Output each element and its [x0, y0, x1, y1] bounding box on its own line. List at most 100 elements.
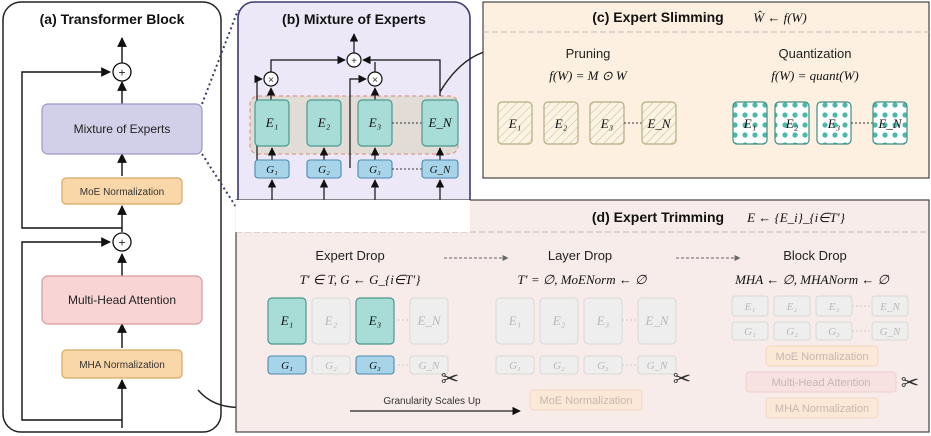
expert-label: E_N — [644, 313, 669, 328]
expert-label: E₃ — [368, 313, 381, 328]
panel-transformer-block: (a) Transformer Block + + Mixture of Exp… — [2, 1, 222, 433]
panel-d-title: (d) Expert Trimming — [592, 209, 724, 225]
panel-d-formula: E ← {E_i}_{i∈T′} — [746, 210, 846, 225]
mha-block — [41, 275, 203, 325]
panel-mixture-of-experts: (b) Mixture of Experts + × × E₁ E₂ E₃ E_… — [237, 1, 471, 219]
plus-icon: + — [351, 56, 357, 67]
gate-label: G_N — [647, 360, 668, 372]
pruning-formula: f(W) = M ⊙ W — [549, 68, 628, 83]
expert-label: E₁ — [508, 116, 521, 131]
expert-label: E₁ — [743, 116, 756, 131]
plus-icon: + — [118, 66, 125, 80]
expert-label: E_N — [877, 116, 902, 131]
expert-label: E₃ — [368, 115, 381, 130]
mha-label: Multi-Head Attention — [68, 293, 176, 307]
dropped-gate-gn — [409, 355, 449, 375]
expert-label: E₂ — [317, 115, 331, 130]
layer-drop-gate-gn — [637, 355, 677, 375]
expert-label: E_N — [416, 313, 441, 328]
block-drop-formula: MHA ← ∅, MHANorm ← ∅ — [734, 272, 890, 287]
gate-label: G_N — [419, 360, 440, 372]
expert-label: E₃ — [828, 301, 840, 313]
gate-label: G₁ — [266, 164, 278, 176]
expert-drop-label: Expert Drop — [315, 248, 384, 263]
gate-label: G₃ — [369, 360, 381, 372]
dropped-gate-g2 — [311, 355, 351, 375]
panel-expert-slimming: (c) Expert Slimming Ŵ ← f(W) Pruning f(W… — [482, 1, 930, 179]
pruning-label: Pruning — [566, 46, 611, 61]
gate-label: G₁ — [509, 360, 521, 372]
gate-label: G₂ — [318, 164, 330, 176]
expert-en — [421, 99, 459, 147]
zoom-line-top — [201, 9, 239, 105]
moe-block — [41, 103, 203, 155]
layer-drop-label: Layer Drop — [548, 248, 612, 263]
scissors-icon: ✂ — [673, 367, 691, 392]
quantized-expert-en — [872, 101, 908, 145]
dropped-expert-e2 — [311, 297, 351, 345]
panel-a-title: (a) Transformer Block — [40, 11, 185, 27]
dropped-expert-en — [409, 297, 449, 345]
granularity-label: Granularity Scales Up — [383, 396, 481, 407]
quantized-expert-e1 — [732, 101, 768, 145]
gate-label: G₂ — [325, 360, 337, 372]
scissors-icon: ✂ — [441, 367, 459, 392]
block-drop-expert-e1 — [731, 295, 769, 317]
quantization-formula: f(W) = quant(W) — [771, 68, 858, 83]
times-icon: × — [372, 75, 378, 86]
layer-drop-expert-en — [637, 297, 677, 345]
layer-drop-formula: T′ = ∅, MoENorm ← ∅ — [518, 272, 648, 287]
layer-drop-moe-norm — [529, 389, 643, 411]
block-drop-mha-norm — [765, 397, 879, 419]
moe-norm-label: MoE Normalization — [80, 187, 164, 198]
expert-label: E₂ — [786, 301, 798, 313]
expert-e2 — [306, 99, 342, 147]
times-icon: × — [268, 75, 274, 86]
pruned-expert-e2 — [543, 101, 579, 145]
kept-expert-e3 — [355, 297, 395, 345]
multiply-node-1 — [263, 71, 279, 87]
expert-label: E₃ — [596, 313, 609, 328]
expert-label: E₁ — [508, 313, 521, 328]
add-node-lower — [112, 232, 132, 252]
expert-label: E₁ — [744, 301, 756, 313]
quantization-label: Quantization — [779, 46, 852, 61]
block-drop-label: Block Drop — [783, 248, 847, 263]
gate-gn — [421, 159, 459, 179]
layer-drop-expert-e3 — [583, 297, 623, 345]
multiply-node-3 — [367, 71, 383, 87]
layer-drop-gate-g1 — [495, 355, 535, 375]
panel-b-title: (b) Mixture of Experts — [282, 11, 426, 27]
kept-expert-e1 — [267, 297, 307, 345]
plus-icon: + — [118, 236, 125, 250]
mha-norm-block — [61, 349, 183, 379]
expert-label: E₂ — [324, 313, 338, 328]
expert-label: E₁ — [265, 115, 278, 130]
pruned-expert-en — [641, 101, 677, 145]
block-drop-moe-norm — [765, 345, 879, 367]
gate-g1 — [254, 159, 290, 179]
mha-norm-label: MHA Normalization — [775, 403, 869, 415]
layer-drop-expert-e1 — [495, 297, 535, 345]
gate-label: G₂ — [786, 326, 798, 338]
block-drop-expert-en — [871, 295, 909, 317]
expert-label: E₂ — [785, 116, 799, 131]
expert-label: E₃ — [600, 116, 613, 131]
moe-norm-label: MoE Normalization — [776, 351, 869, 363]
gate-label: G₃ — [597, 360, 609, 372]
gate-label: G₁ — [744, 326, 756, 338]
scissors-icon: ✂ — [901, 371, 919, 396]
expert-e1 — [254, 99, 290, 147]
expert-label: E₂ — [552, 313, 566, 328]
mha-label: Multi-Head Attention — [771, 377, 870, 389]
gate-label: G_N — [880, 326, 901, 338]
residual-connection-lower — [21, 237, 122, 421]
gate-label: G₂ — [553, 360, 565, 372]
expert-label: E_N — [646, 116, 671, 131]
gate-g2 — [306, 159, 342, 179]
block-drop-gate-gn — [871, 321, 909, 341]
kept-gate-g1 — [267, 355, 307, 375]
block-drop-mha — [745, 371, 897, 393]
block-drop-gate-g1 — [731, 321, 769, 341]
